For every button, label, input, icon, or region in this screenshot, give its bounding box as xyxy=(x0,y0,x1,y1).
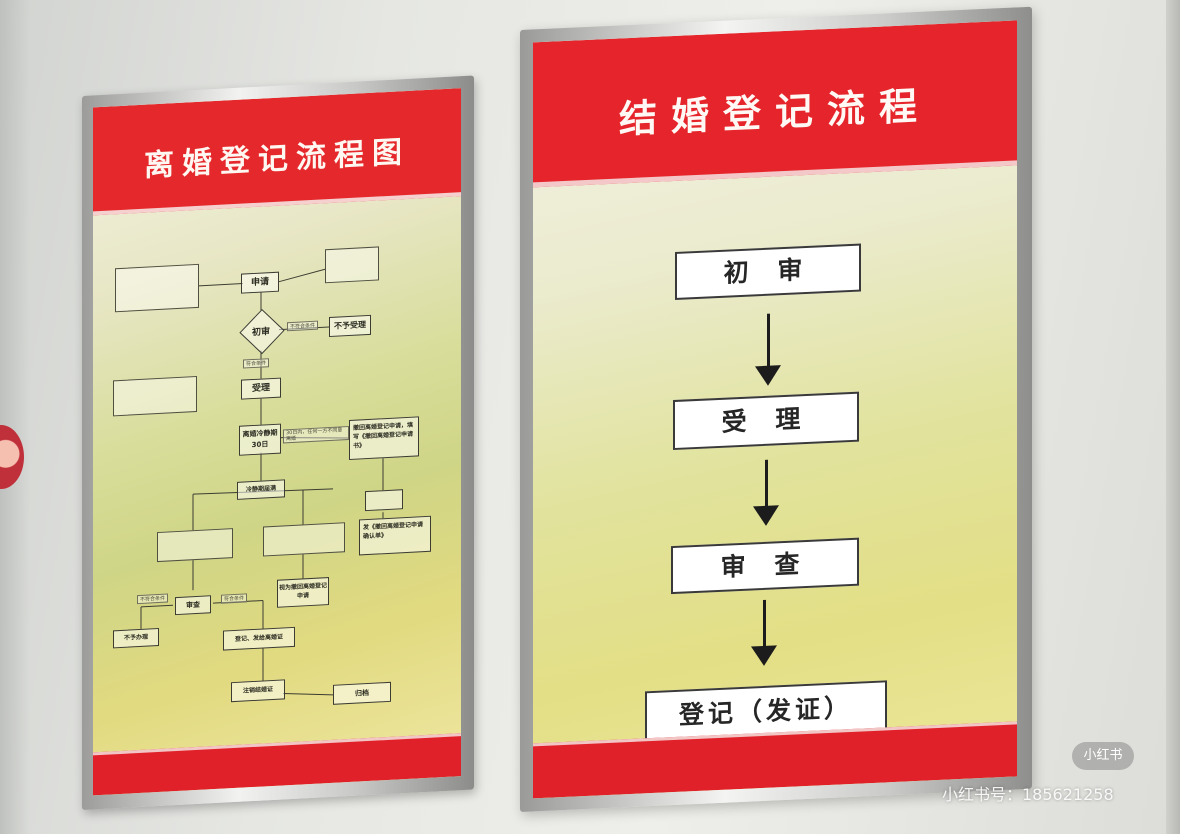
node-cooling-period: 离婚冷静期30日 xyxy=(239,423,281,456)
marriage-poster-banner: 结婚登记流程 xyxy=(533,20,1017,188)
node-apply: 申请 xyxy=(241,271,279,294)
arrow-down-icon xyxy=(767,313,770,372)
label-not-meet: 不符合条件 xyxy=(287,320,319,332)
node-not-register: 不予办理 xyxy=(113,627,159,649)
divorce-flowchart: 申请 初审 不符合条件 不予受理 符合条件 受理 离婚冷静期30日 30日内，任… xyxy=(93,192,461,751)
divorce-poster-frame: 离婚登记流程图 xyxy=(82,75,474,810)
wall-left-shadow xyxy=(0,0,30,834)
node-register: 登记、发给离婚证 xyxy=(223,626,295,651)
node-cooling-end: 冷静期届满 xyxy=(237,479,285,500)
watermark-logo: 小红书 xyxy=(1072,742,1134,770)
arrow-down-icon xyxy=(763,599,766,652)
node-issue-confirm: 发《撤回离婚登记申请确认单》 xyxy=(359,515,431,556)
divorce-poster-title: 离婚登记流程图 xyxy=(144,134,410,184)
apply-note-box-right xyxy=(325,246,379,284)
node-cancel-cert: 注销结婚证 xyxy=(231,679,285,703)
apply-note-box xyxy=(115,263,199,313)
node-archive: 归档 xyxy=(333,681,391,705)
step-initial-review: 初 审 xyxy=(675,243,861,300)
node-accept: 受理 xyxy=(241,377,281,400)
node-initial-review: 初审 xyxy=(251,327,270,339)
label-not-meet-2: 不符合条件 xyxy=(137,593,169,605)
node-withdraw-submit xyxy=(365,489,403,512)
node-reject: 不予受理 xyxy=(329,314,371,338)
node-review: 审查 xyxy=(175,595,211,616)
watermark-text: 小红书号：185621258 xyxy=(942,785,1114,804)
marriage-poster: 结婚登记流程 初 审 受 理 审 查 登记（发证） xyxy=(533,20,1017,799)
node-deemed-withdraw: 视为撤回离婚登记申请 xyxy=(277,577,329,608)
label-meet-2: 符合条件 xyxy=(221,593,248,604)
divorce-poster: 离婚登记流程图 xyxy=(93,88,461,796)
apply-cert-box-left xyxy=(157,528,233,563)
label-meet: 符合条件 xyxy=(243,358,270,369)
apply-cert-box-right xyxy=(263,522,345,557)
marriage-poster-title: 结婚登记流程 xyxy=(618,83,931,142)
step-examination: 审 查 xyxy=(671,537,859,595)
wall-right-edge xyxy=(1166,0,1180,834)
step-accept: 受 理 xyxy=(673,391,859,451)
arrow-down-icon xyxy=(765,459,768,512)
marriage-poster-frame: 结婚登记流程 初 审 受 理 审 查 登记（发证） xyxy=(520,6,1032,812)
accept-note-box xyxy=(113,375,197,417)
node-withdraw: 撤回离婚登记申请，填写《撤回离婚登记申请书》 xyxy=(349,416,419,461)
